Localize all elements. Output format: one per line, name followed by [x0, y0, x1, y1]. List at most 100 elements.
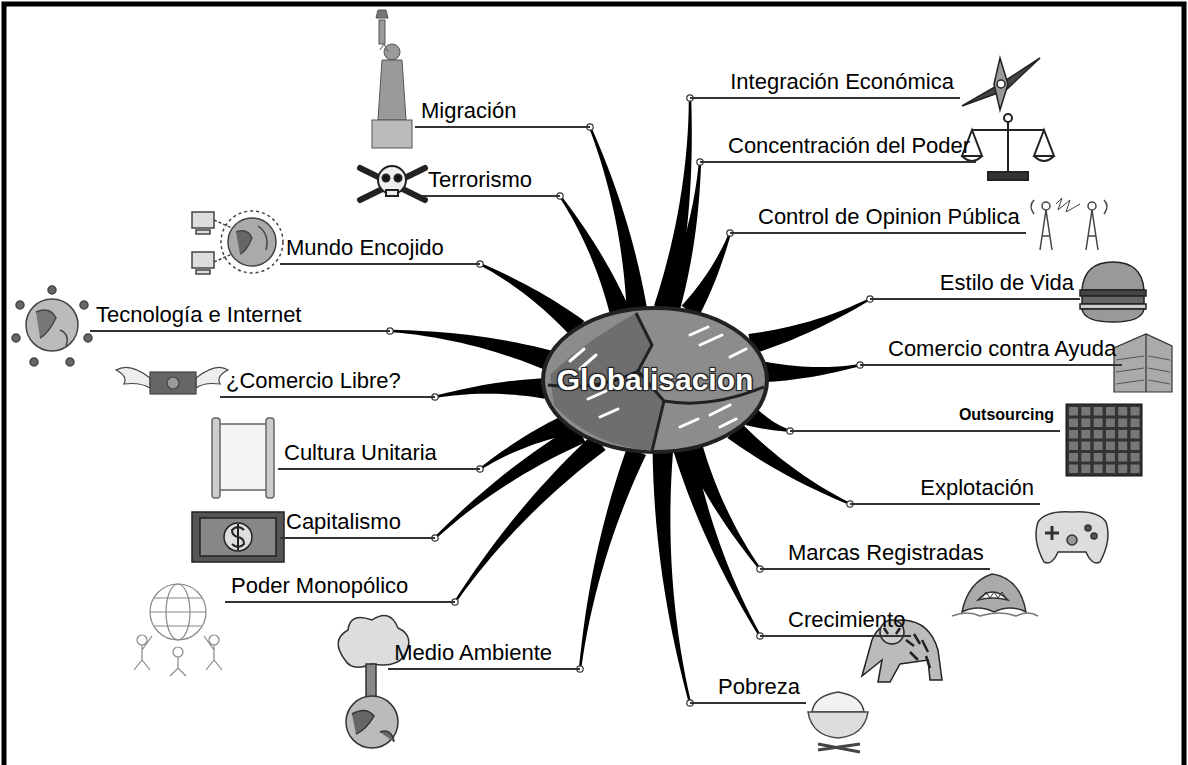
- node-label: Estilo de Vida: [870, 270, 1080, 296]
- topic-node: Pobreza: [690, 674, 806, 704]
- node-label: Outsourcing: [790, 402, 1060, 428]
- central-globe: Globalisacion: [540, 305, 770, 455]
- spoke: [587, 124, 647, 310]
- topic-node: Marcas Registradas: [760, 540, 990, 570]
- topic-node: Comercio contra Ayuda: [860, 336, 1122, 366]
- node-label: Poder Monopólico: [225, 573, 455, 599]
- spoke: [681, 230, 733, 318]
- spoke-path: [479, 263, 584, 336]
- connected-globe-icon: [12, 286, 92, 366]
- facade-window: [1131, 419, 1140, 428]
- facade-window: [1094, 407, 1103, 416]
- skull-icon: [360, 166, 425, 200]
- facade-window: [1131, 453, 1140, 462]
- topic-node: Capitalismo: [280, 509, 435, 539]
- facade-window: [1131, 442, 1140, 451]
- spoke: [387, 328, 552, 370]
- shark-icon: [952, 574, 1038, 616]
- topic-node: Outsourcing: [790, 402, 1060, 432]
- network-icon: [192, 211, 283, 274]
- node-label: ¿Comercio Libre?: [220, 368, 435, 394]
- node-label: Capitalismo: [280, 509, 435, 535]
- game-controller-icon: [1036, 512, 1108, 563]
- facade-window: [1118, 407, 1127, 416]
- spoke-path: [454, 434, 606, 602]
- facade-window: [1069, 465, 1078, 474]
- spoke: [653, 452, 694, 707]
- scales-icon: [962, 114, 1054, 180]
- compass-icon: [962, 58, 1040, 110]
- topic-node: Crecimiento: [760, 607, 911, 637]
- spoke-path: [748, 298, 870, 354]
- topic-node: Migración: [415, 98, 590, 128]
- spoke-path: [435, 378, 546, 398]
- topic-node: Poder Monopólico: [225, 573, 455, 603]
- polluted-earth-icon: [338, 616, 409, 749]
- spoke-path: [681, 233, 731, 318]
- topic-node: Tecnología e Internet: [90, 302, 390, 332]
- facade-window: [1106, 407, 1115, 416]
- facade-window: [1081, 430, 1090, 439]
- antenna-icon: [1031, 198, 1107, 250]
- facade-window: [1118, 430, 1127, 439]
- topic-node: Medio Ambiente: [388, 640, 580, 670]
- facade-window: [1106, 442, 1115, 451]
- topic-node: Estilo de Vida: [870, 270, 1080, 300]
- spoke: [477, 261, 585, 337]
- node-label: Migración: [415, 98, 590, 124]
- spoke: [748, 296, 873, 354]
- topic-node: Cultura Unitaria: [278, 440, 480, 470]
- topic-node: Terrorismo: [422, 167, 560, 197]
- node-label: Crecimiento: [760, 607, 911, 633]
- facade-window: [1106, 430, 1115, 439]
- topic-node: ¿Comercio Libre?: [220, 368, 435, 398]
- facade-window: [1106, 453, 1115, 462]
- spoke-path: [559, 195, 629, 315]
- facade-window: [1069, 407, 1078, 416]
- facade-window: [1106, 419, 1115, 428]
- facade-window: [1094, 465, 1103, 474]
- node-label: Marcas Registradas: [760, 540, 990, 566]
- spoke: [577, 447, 646, 672]
- node-label: Cultura Unitaria: [278, 440, 480, 466]
- rice-bowl-icon: [808, 692, 868, 752]
- facade-window: [1069, 430, 1078, 439]
- spoke: [432, 378, 546, 400]
- node-label: Explotación: [850, 475, 1040, 501]
- facade-window: [1081, 419, 1090, 428]
- spoke-path: [390, 330, 552, 370]
- spoke-path: [674, 447, 761, 637]
- liberty-statue-icon: [372, 10, 412, 148]
- facade-icon: [1066, 404, 1142, 476]
- node-label: Control de Opinion Pública: [730, 204, 1026, 230]
- facade-window: [1118, 465, 1127, 474]
- facade-window: [1131, 465, 1140, 474]
- node-label: Mundo Encojido: [280, 235, 480, 261]
- node-label: Pobreza: [690, 674, 806, 700]
- node-label: Terrorismo: [422, 167, 560, 193]
- spoke-path: [727, 422, 850, 505]
- facade-window: [1094, 442, 1103, 451]
- spoke: [674, 447, 764, 639]
- spoke: [557, 193, 630, 315]
- dollar-bill-icon: [192, 512, 284, 562]
- facade-window: [1069, 419, 1078, 428]
- scroll-icon: [212, 418, 274, 498]
- spoke: [764, 362, 863, 382]
- node-label: Integración Económica: [690, 69, 960, 95]
- spoke-path: [653, 452, 692, 704]
- facade-window: [1106, 465, 1115, 474]
- topic-node: Explotación: [850, 475, 1040, 505]
- node-label: Globalisacion: [540, 363, 770, 397]
- topic-node: Concentración del Poder: [700, 133, 976, 163]
- facade-window: [1094, 419, 1103, 428]
- people-globe-icon: [134, 584, 222, 676]
- facade-window: [1094, 430, 1103, 439]
- facade-window: [1118, 453, 1127, 462]
- winged-money-icon: [116, 367, 228, 394]
- spoke-path: [579, 447, 646, 669]
- topic-node: Mundo Encojido: [280, 235, 480, 265]
- topic-node: Integración Económica: [690, 69, 960, 99]
- facade-window: [1081, 453, 1090, 462]
- office-building-icon: [1114, 334, 1172, 392]
